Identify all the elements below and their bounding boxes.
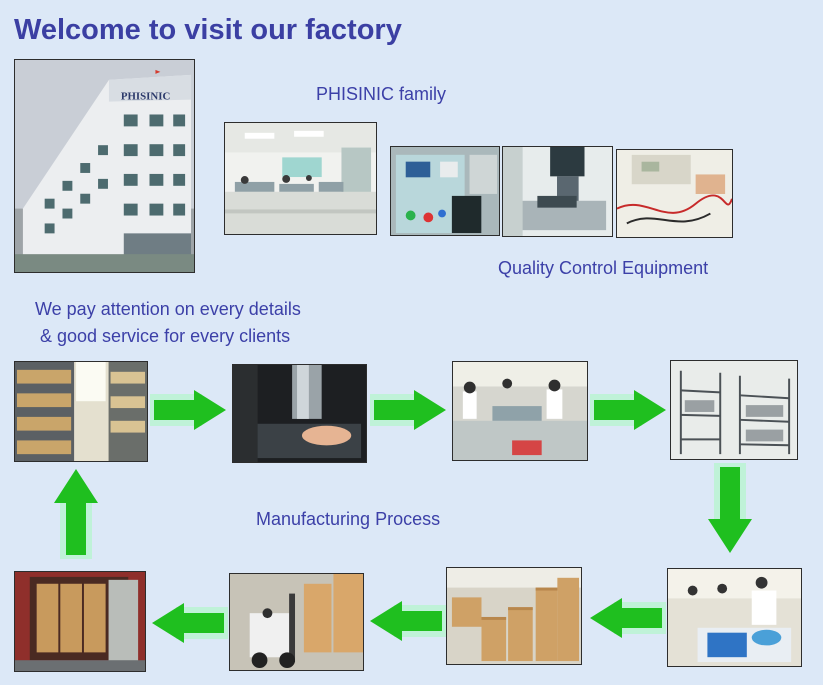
office-interior-photo	[224, 122, 377, 235]
testing-machine-photo	[390, 146, 500, 236]
process-arrow-right-2	[370, 384, 450, 436]
warehouse-shelves-photo	[14, 361, 148, 462]
ultrasonic-welding-photo	[232, 364, 367, 463]
manufacturing-process-label: Manufacturing Process	[256, 509, 441, 529]
service-note-line-2: & good service for every clients	[35, 326, 291, 346]
quality-control-label: Quality Control Equipment	[498, 258, 709, 278]
welding-machine-photo	[502, 146, 613, 237]
family-label: PHISINIC family	[316, 84, 447, 104]
process-arrow-down	[704, 463, 756, 557]
forklift-loading-photo	[229, 573, 364, 671]
service-note: We pay attention on every details & good…	[35, 296, 301, 350]
assembly-line-photo	[452, 361, 588, 461]
container-loading-photo	[14, 571, 146, 672]
service-note-line-1: We pay attention on every details	[35, 299, 301, 319]
aging-test-racks-photo	[670, 360, 798, 460]
multimeter-test-photo	[616, 149, 733, 238]
packing-line-photo	[667, 568, 802, 667]
process-arrow-left-2	[366, 595, 446, 647]
process-arrow-right-3	[590, 384, 670, 436]
process-arrow-left-3	[148, 597, 228, 649]
process-arrow-right-1	[150, 384, 230, 436]
building-sign-text: PHISINIC	[121, 91, 171, 103]
process-arrow-up	[50, 465, 102, 559]
page-title: Welcome to visit our factory	[14, 14, 402, 46]
finished-goods-stock-photo	[446, 567, 582, 665]
process-arrow-left-1	[586, 592, 666, 644]
factory-building-photo: PHISINIC	[14, 59, 195, 273]
